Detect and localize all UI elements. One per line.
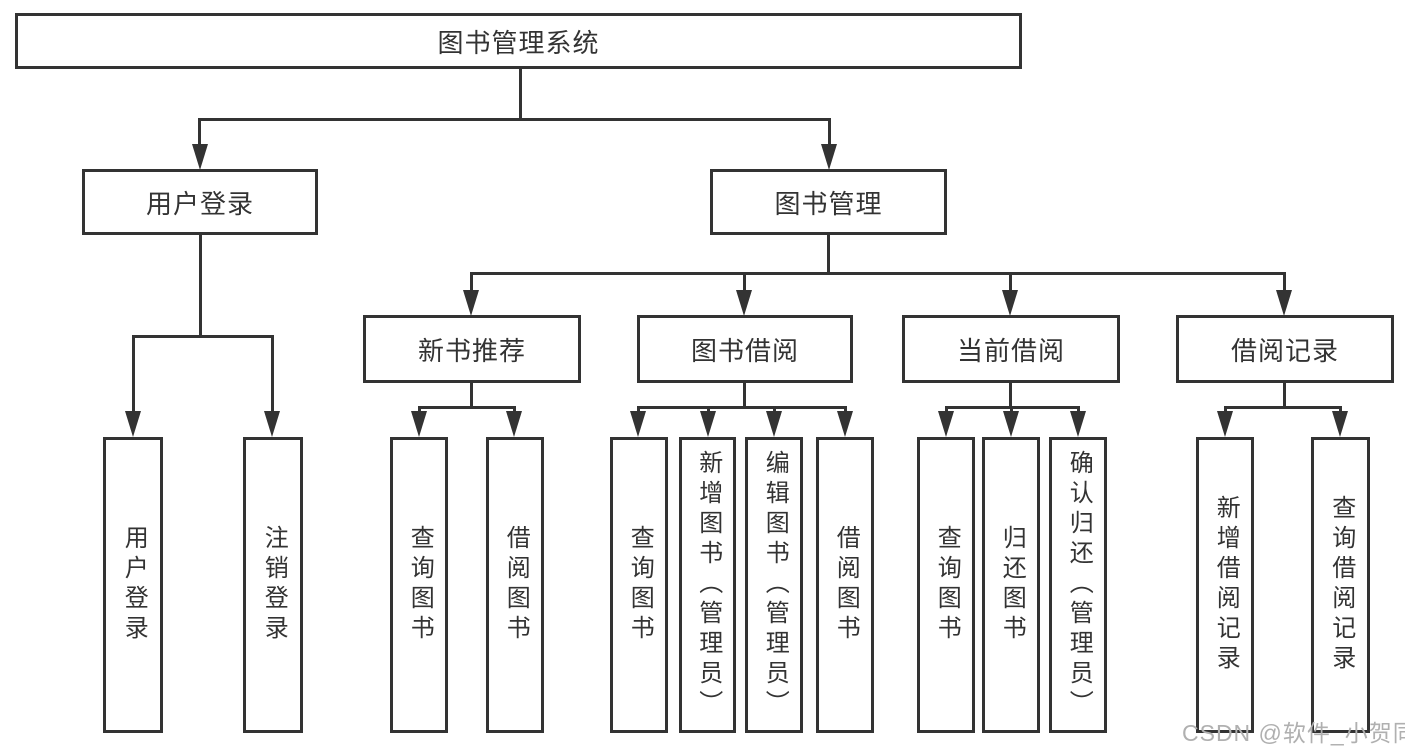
node-current-return: 归还图书 [982, 437, 1040, 733]
arrowhead-icon [630, 411, 646, 437]
connector-line [1077, 406, 1080, 413]
connector-line [1283, 383, 1286, 409]
arrowhead-icon [700, 411, 716, 437]
connector-line [418, 406, 421, 413]
arrowhead-icon [1276, 290, 1292, 316]
connector-line [773, 406, 776, 413]
node-login-user: 用户登录 [103, 437, 163, 733]
node-newbook-query: 查询图书 [390, 437, 448, 733]
connector-line [743, 383, 746, 409]
connector-line [198, 118, 201, 146]
arrowhead-icon [1002, 290, 1018, 316]
node-borrow-lend: 借阅图书 [816, 437, 874, 733]
connector-line [637, 406, 640, 413]
connector-line [418, 406, 516, 409]
connector-line [470, 272, 1286, 275]
connector-line [470, 272, 473, 292]
connector-line [132, 335, 274, 338]
node-borrow-add: 新增图书（管理员） [679, 437, 736, 733]
connector-line [271, 335, 274, 413]
connector-line [743, 272, 746, 292]
watermark: CSDN @软件_小贺同学 [1182, 720, 1405, 746]
node-login-logout: 注销登录 [243, 437, 303, 733]
arrowhead-icon [411, 411, 427, 437]
connector-line [1224, 406, 1342, 409]
connector-line [1009, 383, 1012, 409]
connector-line [1009, 272, 1012, 292]
connector-line [199, 235, 202, 338]
node-record-add: 新增借阅记录 [1196, 437, 1254, 733]
node-borrow-edit: 编辑图书（管理员） [745, 437, 803, 733]
node-book-mgmt: 图书管理 [710, 169, 947, 235]
node-current-borrow: 当前借阅 [902, 315, 1120, 383]
arrowhead-icon [264, 411, 280, 437]
node-new-book-recommend: 新书推荐 [363, 315, 581, 383]
arrowhead-icon [506, 411, 522, 437]
node-current-query: 查询图书 [917, 437, 975, 733]
connector-line [827, 235, 830, 275]
arrowhead-icon [125, 411, 141, 437]
arrowhead-icon [1003, 411, 1019, 437]
arrowhead-icon [1070, 411, 1086, 437]
arrowhead-icon [766, 411, 782, 437]
arrowhead-icon [1332, 411, 1348, 437]
node-newbook-borrow: 借阅图书 [486, 437, 544, 733]
connector-line [1010, 406, 1013, 413]
connector-line [198, 118, 831, 121]
connector-line [1283, 272, 1286, 292]
node-user-login: 用户登录 [82, 169, 318, 235]
connector-line [470, 383, 473, 409]
node-borrow-record: 借阅记录 [1176, 315, 1394, 383]
arrowhead-icon [463, 290, 479, 316]
arrowhead-icon [736, 290, 752, 316]
connector-line [519, 69, 522, 121]
arrowhead-icon [837, 411, 853, 437]
node-book-borrow: 图书借阅 [637, 315, 853, 383]
node-root: 图书管理系统 [15, 13, 1022, 69]
connector-line [828, 118, 831, 146]
arrowhead-icon [821, 144, 837, 170]
arrowhead-icon [1217, 411, 1233, 437]
connector-line [844, 406, 847, 413]
node-current-confirm: 确认归还（管理员） [1049, 437, 1107, 733]
connector-line [1339, 406, 1342, 413]
connector-line [637, 406, 847, 409]
arrowhead-icon [192, 144, 208, 170]
connector-line [945, 406, 948, 413]
connector-line [513, 406, 516, 413]
node-borrow-query: 查询图书 [610, 437, 668, 733]
node-record-query: 查询借阅记录 [1311, 437, 1370, 733]
connector-line [1224, 406, 1227, 413]
arrowhead-icon [938, 411, 954, 437]
connector-line [132, 335, 135, 413]
connector-line [707, 406, 710, 413]
